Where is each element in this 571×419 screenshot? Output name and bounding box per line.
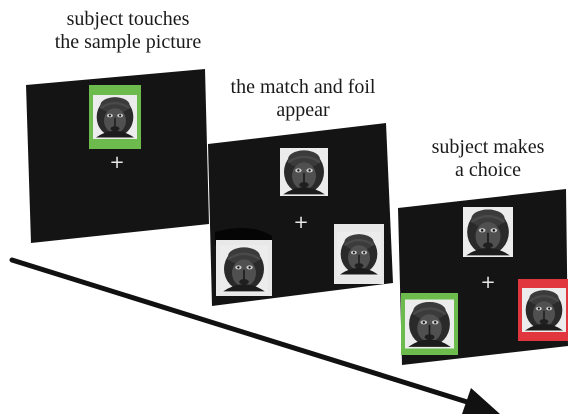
caption-step1-line1: subject touches <box>66 8 190 30</box>
caption-step2: the match and foil appear <box>208 76 398 122</box>
caption-step1: subject touches the sample picture <box>28 8 228 54</box>
time-arrow-icon <box>9 257 500 414</box>
monkey-photo-icon <box>522 286 566 334</box>
caption-step3-line2: a choice <box>454 159 522 181</box>
screen-step3: + <box>398 189 568 365</box>
caption-step2-line2: appear <box>276 99 330 121</box>
caption-step3: subject makes a choice <box>408 136 568 182</box>
screen-step1: + <box>26 69 209 243</box>
monkey-photo-icon <box>337 230 381 278</box>
caption-step1-line2: the sample picture <box>54 31 202 53</box>
caption-step3-line1: subject makes <box>431 136 545 158</box>
screen-step2: + <box>208 123 393 306</box>
fixation-cross: + <box>293 212 308 233</box>
caption-step2-line1: the match and foil <box>230 76 376 98</box>
monkey-photo-icon <box>280 146 328 198</box>
monkey-photo-icon <box>93 93 137 141</box>
fixation-cross: + <box>480 272 495 293</box>
monkey-photo-icon <box>220 244 268 294</box>
fixation-cross: + <box>109 152 124 173</box>
monkey-photo-icon <box>405 298 454 350</box>
monkey-photo-icon <box>463 205 513 259</box>
